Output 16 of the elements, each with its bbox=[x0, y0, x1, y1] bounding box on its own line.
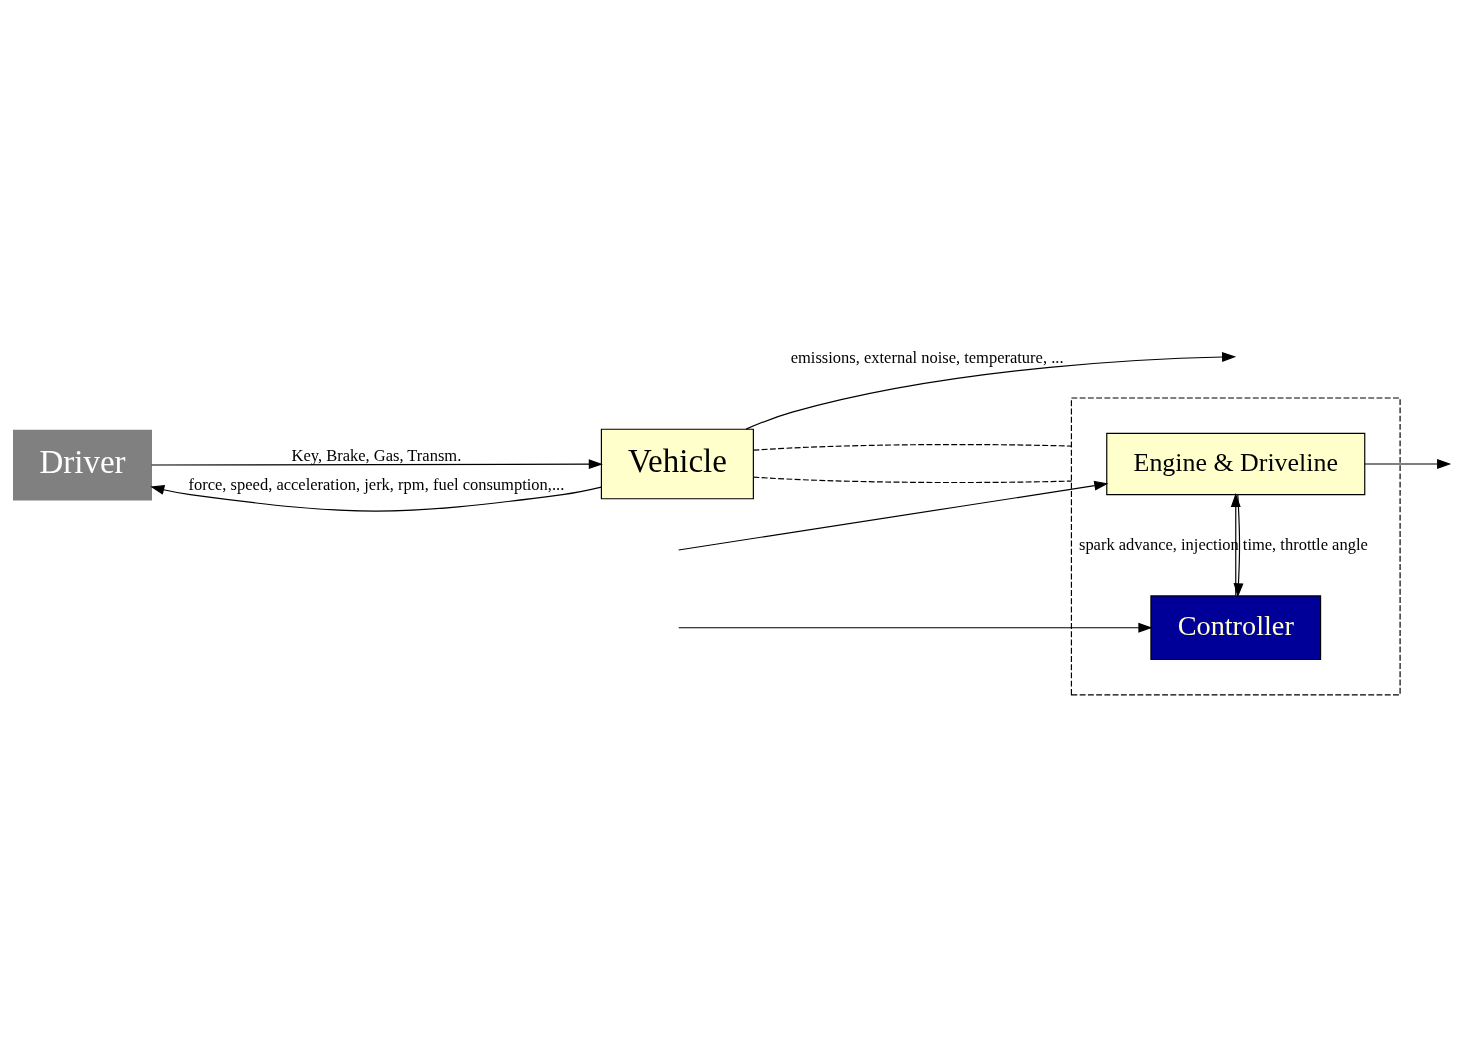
connector bbox=[752, 443, 1072, 451]
edge-label: Key, Brake, Gas, Transm. bbox=[291, 445, 462, 465]
node-box: Vehicle bbox=[600, 428, 754, 499]
arrow bbox=[678, 622, 1153, 633]
edge-label: emissions, external noise, temperature, ... bbox=[790, 347, 1064, 367]
arrow bbox=[745, 351, 1237, 430]
arrow bbox=[678, 480, 1109, 551]
connector bbox=[752, 476, 1072, 483]
cluster bbox=[1070, 396, 1401, 695]
arrow bbox=[1364, 458, 1452, 469]
node-box: Driver bbox=[13, 429, 152, 500]
arrow bbox=[151, 458, 603, 469]
node-box: Controller bbox=[1150, 594, 1322, 660]
edge-label: force, speed, acceleration, jerk, rpm, fuel consumption,... bbox=[188, 474, 565, 494]
node-box: Engine & Driveline bbox=[1106, 432, 1366, 495]
arrow bbox=[150, 484, 602, 512]
